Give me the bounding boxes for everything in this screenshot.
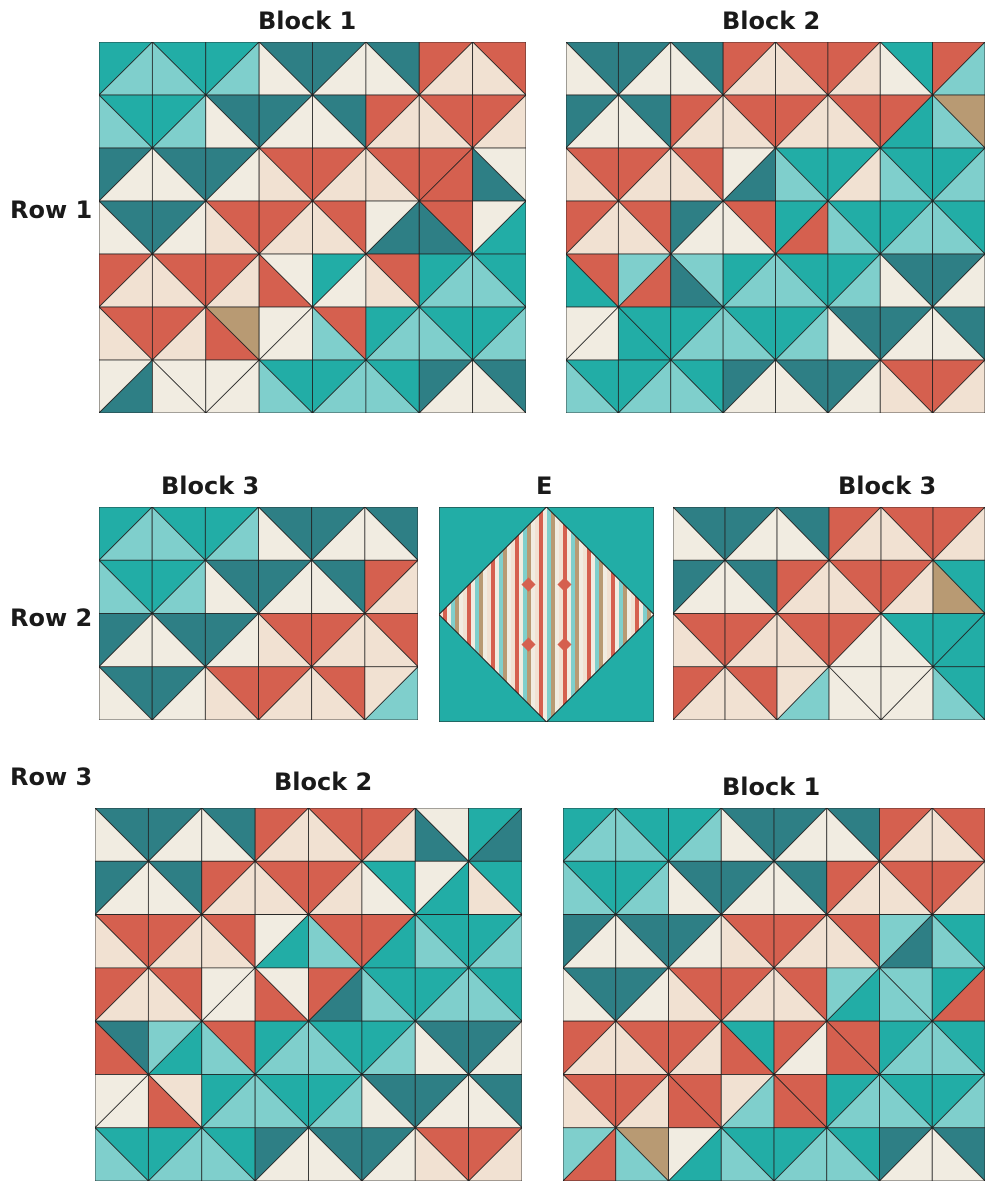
row-1-left-title: Block 1 bbox=[258, 9, 356, 33]
row-3-block-1 bbox=[563, 808, 985, 1181]
row-2-right-title: Block 3 bbox=[838, 474, 936, 498]
row-1-block-1 bbox=[99, 42, 526, 413]
row-2-label: Row 2 bbox=[10, 606, 92, 630]
row-2-center-title: E bbox=[536, 474, 552, 498]
row-2-block-e bbox=[439, 507, 654, 722]
row-2-left-title: Block 3 bbox=[161, 474, 259, 498]
row-3-left-title: Block 2 bbox=[274, 770, 372, 794]
row-3-label: Row 3 bbox=[10, 765, 92, 789]
row-2-block-3-left bbox=[99, 507, 418, 720]
row-1-label: Row 1 bbox=[10, 198, 92, 222]
row-1-block-2 bbox=[566, 42, 985, 413]
row-2-block-3-right bbox=[673, 507, 985, 720]
row-1-right-title: Block 2 bbox=[722, 9, 820, 33]
row-3-block-2 bbox=[95, 808, 522, 1181]
row-3-right-title: Block 1 bbox=[722, 775, 820, 799]
